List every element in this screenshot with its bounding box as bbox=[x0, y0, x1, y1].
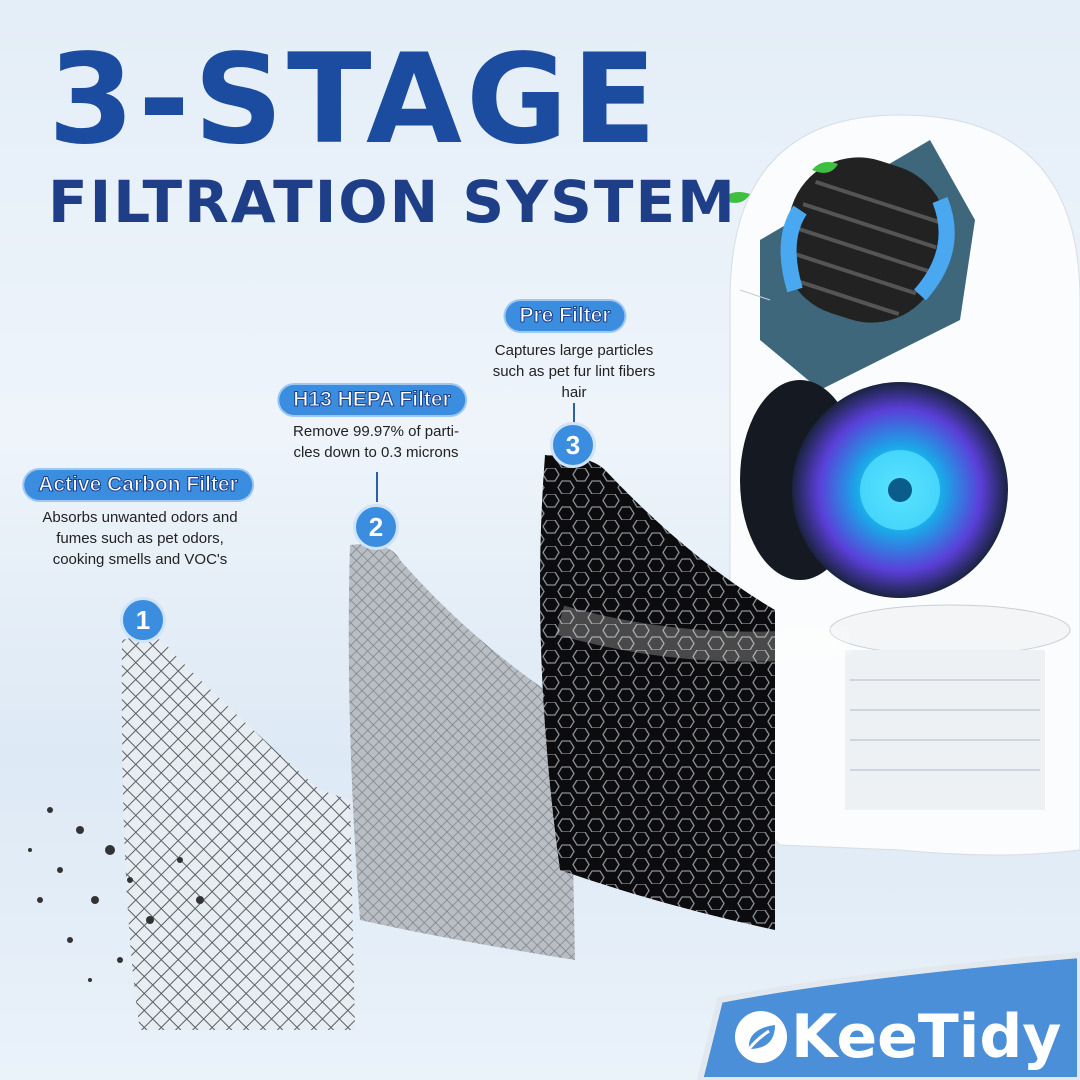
desc-line: Remove 99.97% of parti- bbox=[293, 423, 459, 440]
hepa-filter-image bbox=[348, 544, 575, 960]
stage-3-badge: 3 bbox=[550, 422, 596, 468]
pre-filter-image bbox=[540, 455, 775, 930]
headline: 3-STAGE bbox=[48, 28, 661, 172]
desc-line: Absorbs unwanted odors and bbox=[42, 509, 238, 526]
desc-line: Captures large particles bbox=[494, 342, 654, 359]
desc-line: hair bbox=[561, 384, 587, 401]
stage-1-description: Absorbs unwanted odors and fumes such as… bbox=[42, 507, 237, 570]
subheadline: FILTRATION SYSTEM bbox=[48, 168, 737, 236]
stage-3-label: Pre Filter bbox=[505, 301, 625, 331]
connector-line bbox=[376, 472, 378, 502]
stage-2-label: H13 HEPA Filter bbox=[279, 385, 465, 415]
stage-1-badge: 1 bbox=[120, 597, 166, 643]
air-purifier-image bbox=[722, 114, 1080, 856]
connector-line bbox=[573, 403, 575, 423]
brand-name: KeeTidy bbox=[791, 1002, 1062, 1072]
stage-2-badge: 2 bbox=[353, 504, 399, 550]
stage-2-description: Remove 99.97% of parti- cles down to 0.3… bbox=[293, 421, 459, 463]
active-carbon-filter-image bbox=[121, 636, 356, 1030]
desc-line: such as pet fur lint fibers bbox=[492, 363, 656, 380]
stage-3-description: Captures large particles such as pet fur… bbox=[493, 340, 656, 403]
leaf-logo-icon bbox=[735, 1011, 787, 1063]
desc-line: cooking smells and VOC's bbox=[52, 551, 228, 568]
stage-1-label: Active Carbon Filter bbox=[24, 470, 252, 500]
brand-logo: KeeTidy bbox=[735, 1002, 1061, 1072]
dust-particles bbox=[28, 807, 204, 982]
desc-line: fumes such as pet odors, bbox=[56, 530, 224, 547]
desc-line: cles down to 0.3 microns bbox=[293, 444, 459, 461]
